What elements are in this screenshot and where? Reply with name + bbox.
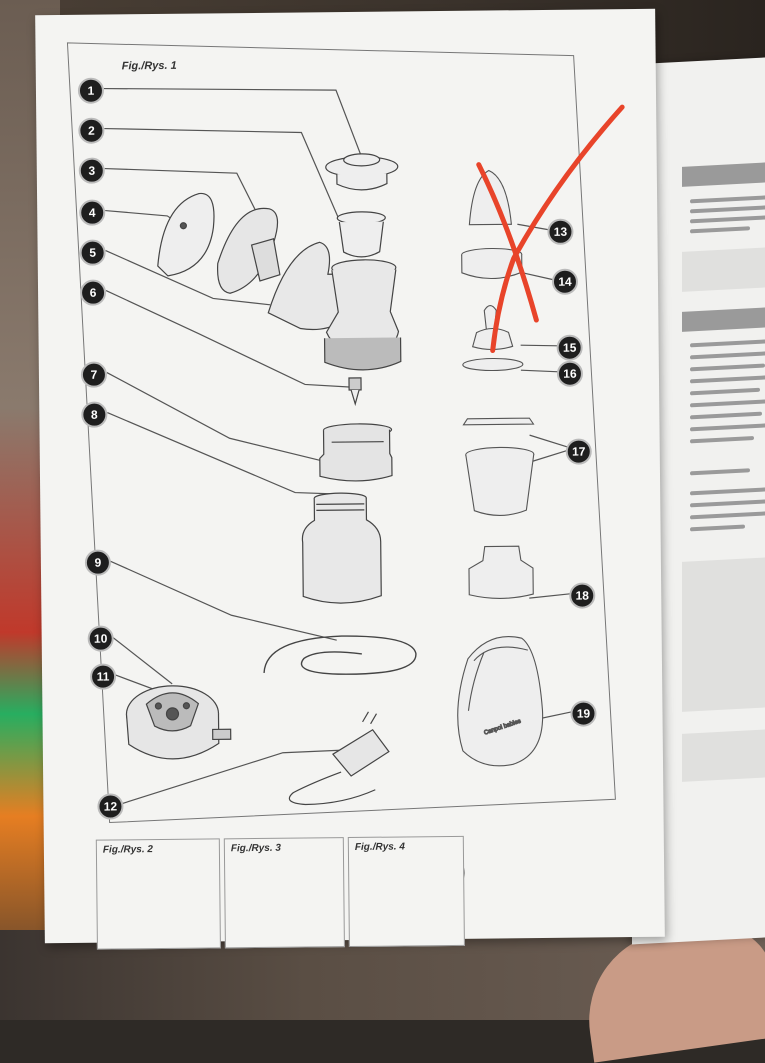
part-number-4: 4	[79, 199, 106, 226]
figure-3-label: Fig./Rys. 3	[230, 842, 281, 855]
text-line	[690, 215, 765, 224]
part-3-cushion	[216, 207, 281, 294]
text-line	[690, 226, 750, 234]
text-line	[690, 510, 765, 520]
section-header-bar	[682, 160, 765, 187]
part-number-3: 3	[78, 157, 105, 184]
text-line	[690, 524, 745, 532]
text-line	[690, 468, 750, 476]
part-13-cap	[468, 169, 512, 226]
text-line	[690, 399, 765, 408]
part-4-cover	[157, 192, 215, 277]
part-19-storage-bag: Canpol babies	[457, 636, 544, 767]
part-9-tube	[263, 635, 417, 675]
text-line	[690, 374, 765, 384]
part-number-15: 15	[556, 334, 583, 361]
figure-4-label: Fig./Rys. 4	[354, 841, 405, 853]
text-line	[690, 422, 765, 432]
part-10-11-motor-unit	[125, 685, 232, 760]
part-18-adapter-ring	[468, 545, 534, 599]
text-line	[690, 338, 765, 348]
part-number-2: 2	[78, 117, 105, 144]
text-line	[690, 350, 765, 360]
info-box	[682, 555, 765, 712]
figure-2-panel: Fig./Rys. 2	[95, 838, 221, 950]
text-line	[690, 204, 765, 214]
text-line	[690, 436, 754, 444]
text-line	[690, 486, 765, 496]
red-cross-annotation	[476, 104, 625, 353]
part-8-bottle	[301, 492, 382, 604]
note-box	[682, 245, 765, 292]
figure-1-diagram: Canpol babies	[66, 42, 625, 917]
part-number-5: 5	[79, 239, 106, 266]
figure-2-label: Fig./Rys. 2	[102, 844, 153, 856]
part-number-8: 8	[81, 401, 108, 428]
part-1-valve-cap	[325, 153, 399, 191]
instruction-sheet: Fig./Rys. 1	[35, 8, 665, 950]
part-number-13: 13	[547, 218, 574, 245]
figure-4-panel: Fig./Rys. 4	[347, 835, 465, 948]
text-line	[690, 194, 765, 204]
part-number-9: 9	[84, 549, 112, 576]
info-box	[682, 727, 765, 782]
part-number-12: 12	[97, 793, 124, 820]
part-number-6: 6	[79, 279, 107, 306]
part-number-10: 10	[87, 625, 114, 652]
part-number-16: 16	[556, 360, 584, 387]
text-line	[690, 499, 765, 508]
part-number-17: 17	[565, 438, 592, 465]
part-7-ring	[319, 423, 393, 482]
part-number-19: 19	[570, 700, 597, 727]
part-6-membrane	[348, 377, 362, 407]
text-line	[690, 411, 762, 420]
part-5-pump-body	[267, 241, 402, 371]
section-header-bar	[682, 305, 765, 332]
part-12-adapter	[288, 711, 390, 806]
part-2-valve	[336, 211, 386, 258]
part-number-7: 7	[80, 361, 108, 388]
part-number-11: 11	[89, 663, 117, 690]
text-line	[690, 387, 760, 396]
part-number-14: 14	[551, 268, 579, 295]
figure-3-panel: Fig./Rys. 3	[223, 837, 345, 949]
text-line	[690, 363, 765, 372]
part-number-18: 18	[569, 582, 596, 609]
part-17-container	[462, 417, 535, 516]
part-number-1: 1	[77, 77, 105, 104]
